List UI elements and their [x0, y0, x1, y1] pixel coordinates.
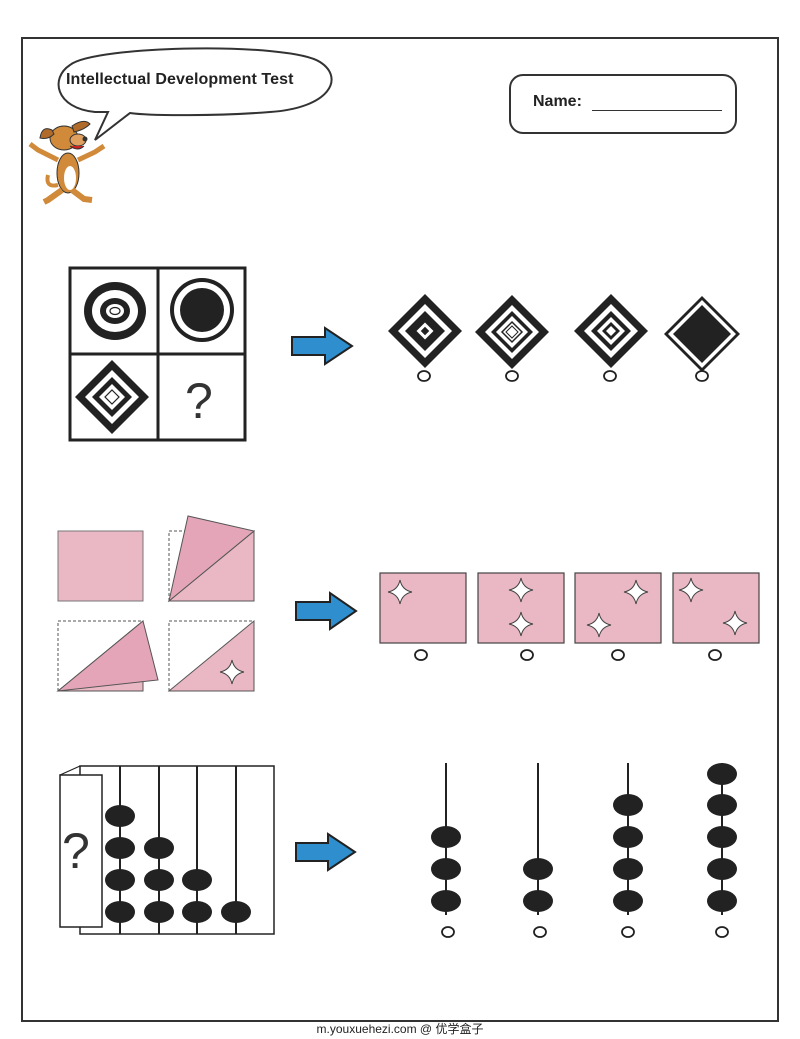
pink-square [57, 530, 144, 602]
star-sparkle-icon [722, 610, 748, 636]
target-circle-icon [84, 282, 146, 340]
page-title: Intellectual Development Test [66, 71, 294, 88]
answer-circle-icon [533, 926, 547, 938]
answer-circle-icon [414, 649, 428, 661]
option-2-1 [379, 572, 467, 661]
option-3-4 [707, 763, 737, 938]
fold-step-1 [167, 515, 256, 603]
star-sparkle-icon [219, 659, 245, 685]
star-sparkle-icon [678, 577, 704, 603]
answer-circle-icon [708, 649, 722, 661]
hidden-card [59, 774, 103, 928]
option-1-3 [574, 294, 648, 382]
option-3-2 [523, 763, 553, 938]
arrow-right-icon [291, 326, 354, 366]
name-box [509, 74, 737, 134]
star-sparkle-icon [623, 579, 649, 605]
star-sparkle-icon [387, 579, 413, 605]
option-1-4 [664, 296, 740, 382]
option-1-2 [475, 295, 549, 382]
page-border [21, 37, 779, 1022]
star-sparkle-icon [586, 612, 612, 638]
arrow-right-icon [295, 832, 357, 872]
option-2-3 [574, 572, 662, 661]
star-sparkle-icon [508, 611, 534, 637]
answer-circle-icon [441, 926, 455, 938]
name-label: Name: [533, 93, 582, 110]
question-mark-1: ? [185, 373, 213, 429]
target-diamond-icon [75, 360, 149, 434]
answer-circle-icon [621, 926, 635, 938]
answer-circle-icon [520, 649, 534, 661]
option-2-4 [672, 572, 760, 661]
option-3-1 [431, 763, 461, 938]
answer-circle-icon [695, 370, 709, 382]
dog-mascot-icon [28, 120, 106, 205]
question-mark-3: ? [62, 823, 90, 879]
abacus-beads [105, 805, 251, 923]
name-input-line[interactable] [592, 110, 722, 111]
fold-step-3 [167, 619, 255, 692]
speech-bubble [57, 47, 333, 141]
answer-circle-icon [611, 649, 625, 661]
option-2-2 [477, 572, 565, 661]
answer-circle-icon [417, 370, 431, 382]
arrow-right-icon [295, 591, 358, 631]
answer-circle-icon [505, 370, 519, 382]
footer-watermark: m.youxuehezi.com @ 优学盒子 [316, 1022, 484, 1036]
star-sparkle-icon [508, 577, 534, 603]
answer-circle-icon [715, 926, 729, 938]
option-1-1 [388, 294, 462, 382]
fold-step-2 [56, 619, 159, 692]
answer-circle-icon [603, 370, 617, 382]
solid-circle-icon [170, 278, 234, 342]
option-3-3 [613, 763, 643, 938]
